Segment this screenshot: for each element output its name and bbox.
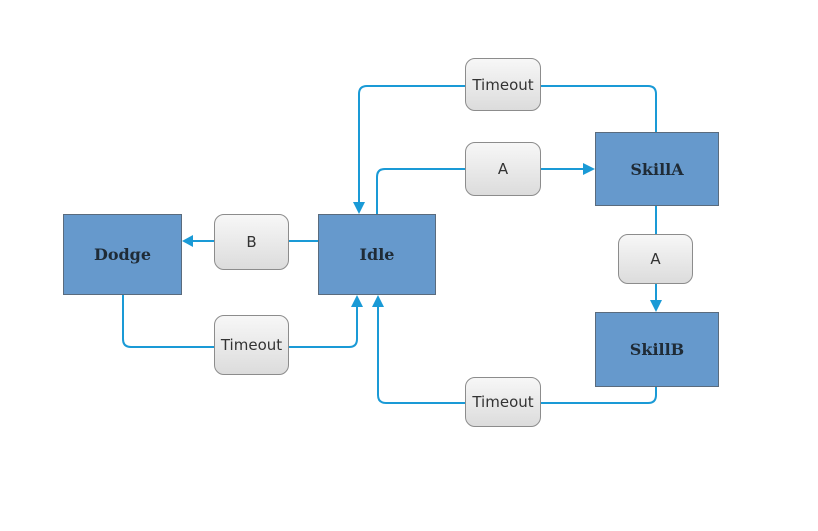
arrowhead-skill-a: [583, 163, 595, 175]
transition-label-text: Timeout: [472, 393, 534, 411]
transition-label-idle-to-dodge: B: [214, 214, 289, 270]
transition-label-idle-to-skill-a: A: [465, 142, 541, 196]
arrowhead-skill-b: [650, 300, 662, 312]
state-skill-b: SkillB: [595, 312, 719, 387]
edge-idle-to-skill-a: [376, 168, 583, 215]
state-dodge: Dodge: [63, 214, 182, 295]
transition-label-skill-a-to-idle: Timeout: [465, 58, 541, 111]
state-skill-b-label: SkillB: [629, 340, 685, 359]
arrowhead-idle-from-skill-a: [353, 202, 365, 214]
transition-label-text: A: [650, 250, 661, 268]
transition-label-skill-b-to-idle: Timeout: [465, 377, 541, 427]
arrowhead-idle-from-skill-b: [372, 295, 384, 307]
state-skill-a-label: SkillA: [630, 159, 684, 179]
arrowhead-dodge: [182, 235, 193, 247]
transition-label-text: B: [246, 233, 257, 251]
state-idle: Idle: [318, 214, 436, 295]
transition-label-text: Timeout: [220, 336, 283, 354]
transition-label-text: Timeout: [472, 75, 534, 94]
transition-label-dodge-to-idle: Timeout: [214, 315, 289, 375]
arrowhead-idle-from-dodge: [351, 295, 363, 307]
state-dodge-label: Dodge: [93, 245, 152, 264]
state-idle-label: Idle: [359, 245, 395, 264]
transition-label-skill-a-to-skill-b: A: [618, 234, 693, 284]
state-skill-a: SkillA: [595, 132, 719, 206]
transition-label-text: A: [497, 160, 509, 178]
